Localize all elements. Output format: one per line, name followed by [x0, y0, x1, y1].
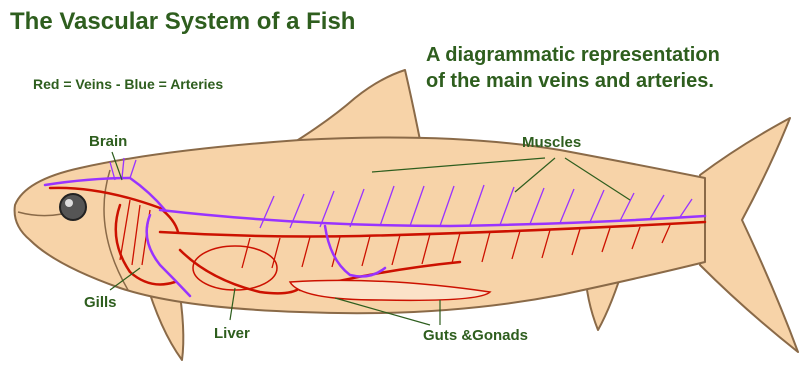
label-brain: Brain	[89, 134, 127, 149]
eye-highlight	[65, 199, 73, 207]
label-guts-gonads: Guts &Gonads	[423, 328, 528, 343]
dorsal-fin	[290, 70, 420, 145]
label-gills: Gills	[84, 295, 117, 310]
diagram-subtitle: A diagrammatic representation of the mai…	[426, 42, 720, 94]
subtitle-line-2: of the main veins and arteries.	[426, 68, 720, 94]
label-liver: Liver	[214, 326, 250, 341]
label-muscles: Muscles	[522, 135, 581, 150]
eye	[60, 194, 86, 220]
caudal-fin	[700, 118, 798, 352]
color-legend: Red = Veins - Blue = Arteries	[33, 77, 223, 91]
page-title: The Vascular System of a Fish	[10, 10, 355, 34]
subtitle-line-1: A diagrammatic representation	[426, 42, 720, 68]
